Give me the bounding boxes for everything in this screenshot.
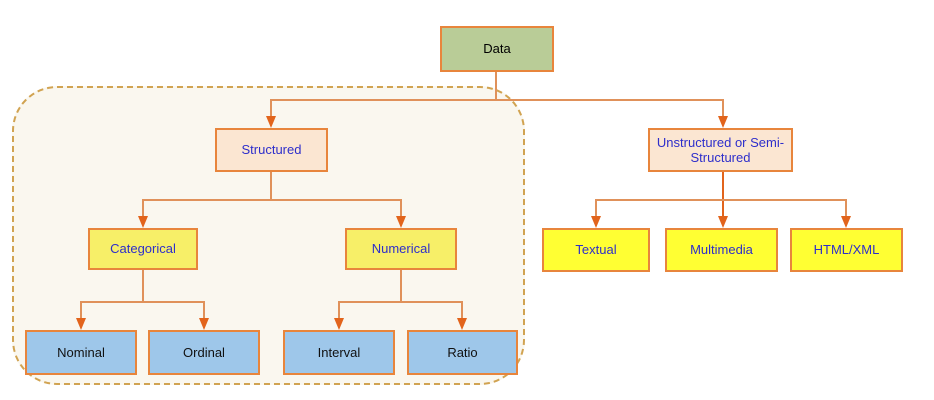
- connector-to-interval: [338, 302, 340, 318]
- node-ordinal: Ordinal: [148, 330, 260, 375]
- arrowhead-unstructured: [718, 116, 728, 128]
- node-structured: Structured: [215, 128, 328, 172]
- node-html-xml: HTML/XML: [790, 228, 903, 272]
- connector-categorical-rail: [80, 301, 205, 303]
- node-interval: Interval: [283, 330, 395, 375]
- arrowhead-interval: [334, 318, 344, 330]
- arrowhead-textual: [591, 216, 601, 228]
- node-textual: Textual: [542, 228, 650, 272]
- arrowhead-ratio: [457, 318, 467, 330]
- connector-to-categorical: [142, 200, 144, 218]
- connector-categorical-stem: [142, 270, 144, 302]
- connector-to-textual: [595, 200, 597, 218]
- node-categorical: Categorical: [88, 228, 198, 270]
- arrowhead-nominal: [76, 318, 86, 330]
- node-multimedia: Multimedia: [665, 228, 778, 272]
- connector-to-numerical: [400, 200, 402, 218]
- connector-to-nominal: [80, 302, 82, 318]
- connector-numerical-stem: [400, 270, 402, 302]
- connector-numerical-rail: [338, 301, 463, 303]
- connector-to-ordinal: [203, 302, 205, 318]
- connector-data-rail: [270, 99, 724, 101]
- arrowhead-multimedia: [718, 216, 728, 228]
- arrowhead-ordinal: [199, 318, 209, 330]
- node-data: Data: [440, 26, 554, 72]
- connector-structured-rail: [142, 199, 402, 201]
- arrowhead-numerical: [396, 216, 406, 228]
- arrowhead-categorical: [138, 216, 148, 228]
- connector-unstructured-stem: [722, 172, 724, 218]
- node-unstructured: Unstructured or Semi-Structured: [648, 128, 793, 172]
- connector-to-unstructured: [722, 100, 724, 118]
- connector-to-htmlxml: [845, 200, 847, 218]
- connector-to-ratio: [461, 302, 463, 318]
- node-ratio: Ratio: [407, 330, 518, 375]
- connector-unstructured-rail: [595, 199, 847, 201]
- connector-to-structured: [270, 100, 272, 118]
- node-nominal: Nominal: [25, 330, 137, 375]
- node-numerical: Numerical: [345, 228, 457, 270]
- connector-structured-stem: [270, 172, 272, 200]
- arrowhead-structured: [266, 116, 276, 128]
- arrowhead-htmlxml: [841, 216, 851, 228]
- connector-data-stem: [495, 72, 497, 100]
